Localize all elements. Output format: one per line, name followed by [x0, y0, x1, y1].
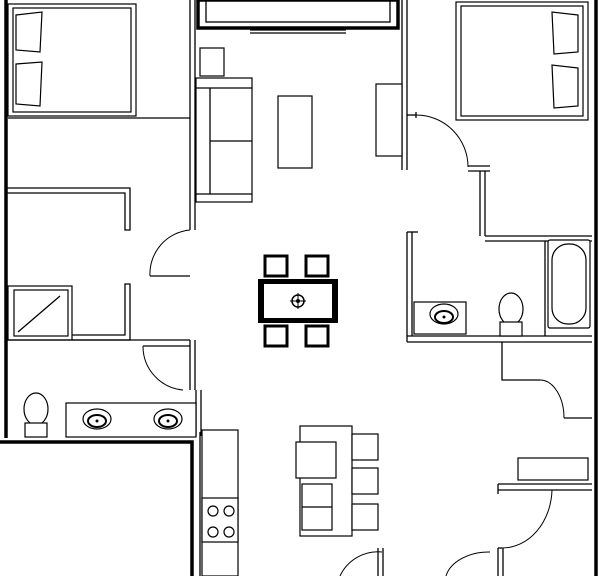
stove-icon	[207, 505, 235, 538]
bathroom-left	[23, 392, 197, 438]
living-room	[195, 47, 403, 203]
bedroom-left-bed	[7, 3, 137, 117]
bathroom-right	[406, 231, 592, 343]
toilet-icon	[23, 392, 49, 438]
bedroom-right-bed	[455, 1, 589, 121]
sink-icon	[429, 303, 459, 325]
kitchen	[199, 425, 384, 576]
sink-icon	[82, 408, 112, 430]
flower-icon	[290, 293, 306, 309]
dining-table-set	[258, 254, 338, 348]
sink-icon	[153, 408, 183, 430]
closet-right	[445, 342, 592, 576]
bedroom-right-walls	[407, 112, 592, 242]
closet-left	[6, 229, 191, 391]
bedroom-left-walls	[6, 117, 190, 231]
toilet-icon	[498, 292, 524, 337]
